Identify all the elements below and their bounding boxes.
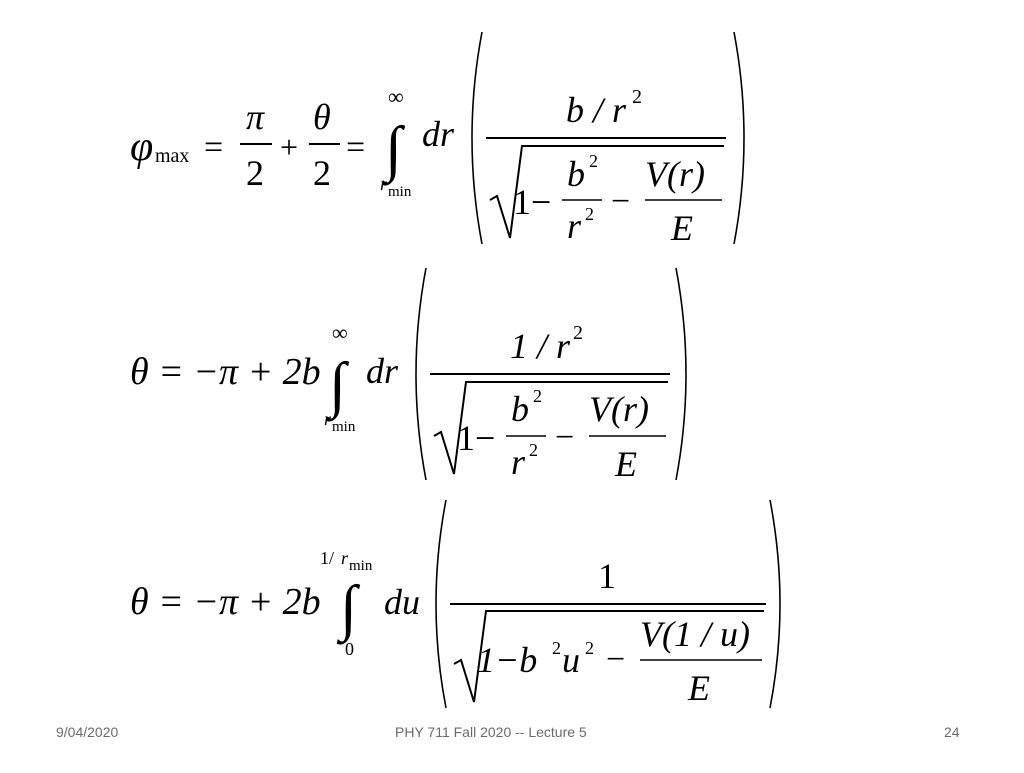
b-exponent: 2: [552, 638, 561, 658]
upper-limit-sub: min: [349, 558, 373, 574]
plus-sign: +: [280, 129, 298, 165]
equation-3: θ = −π + 2b 1/ r min ∫ 0 du 1 1−b 2 u 2 …: [130, 499, 781, 709]
one-minus: 1−: [513, 182, 551, 222]
lower-limit-var: r: [380, 174, 388, 194]
minus-sign: −: [606, 641, 625, 678]
two-denominator: 2: [313, 153, 331, 193]
footer-page-number: 24: [944, 724, 960, 740]
left-paren: [435, 499, 447, 709]
potential: V(1 / u): [640, 614, 750, 654]
right-paren: [675, 267, 687, 481]
b-exponent: 2: [589, 151, 598, 171]
minus-sign: −: [611, 183, 630, 220]
one-minus: 1−: [457, 418, 495, 458]
equation-2: θ = −π + 2b ∞ ∫ r min dr 1 / r 2 1− b 2 …: [130, 267, 687, 484]
equals-sign: =: [204, 129, 223, 166]
lower-limit: 0: [345, 639, 354, 659]
minus-sign: −: [555, 419, 574, 456]
right-paren: [733, 31, 745, 245]
phi-subscript: max: [155, 145, 189, 167]
r-denominator: r: [511, 442, 526, 482]
numerator: b / r: [566, 90, 627, 130]
r-exponent: 2: [585, 204, 594, 224]
numerator: 1 / r: [510, 326, 571, 366]
integral-sign: ∫: [325, 351, 350, 422]
left-paren: [471, 31, 483, 245]
potential: V(r): [645, 154, 705, 194]
right-paren: [769, 499, 781, 709]
energy: E: [687, 668, 710, 708]
radicand-term: 1−b: [477, 640, 537, 680]
energy: E: [614, 444, 637, 484]
upper-limit-prefix: 1/: [320, 548, 334, 568]
theta-numerator: θ: [313, 97, 331, 137]
b-numerator: b: [511, 389, 529, 429]
equals-sign: =: [346, 129, 365, 166]
b-exponent: 2: [533, 386, 542, 406]
u-term: u: [562, 640, 580, 680]
upper-limit: ∞: [332, 320, 348, 345]
numerator-exponent: 2: [632, 86, 642, 108]
footer-date: 9/04/2020: [56, 724, 119, 740]
two-denominator: 2: [246, 153, 264, 193]
radical-sign: [453, 610, 764, 703]
lower-limit-var: r: [324, 409, 332, 429]
radical-sign: [489, 145, 724, 239]
left-paren: [415, 267, 427, 481]
pi-numerator: π: [246, 97, 265, 137]
r-exponent: 2: [529, 440, 538, 460]
differential: du: [384, 582, 420, 622]
upper-limit-var: r: [341, 548, 349, 568]
r-denominator: r: [567, 206, 582, 246]
lhs-expression: θ = −π + 2b: [130, 581, 321, 623]
upper-limit: ∞: [388, 84, 404, 109]
numerator-exponent: 2: [573, 322, 583, 344]
lower-limit-sub: min: [388, 184, 412, 200]
radical-sign: [433, 381, 668, 475]
potential: V(r): [589, 389, 649, 429]
footer-course: PHY 711 Fall 2020 -- Lecture 5: [395, 724, 587, 740]
lower-limit-sub: min: [332, 419, 356, 435]
equation-1: φ max = π 2 + θ 2 = ∞ ∫ r min dr b / r 2…: [130, 31, 745, 248]
lhs-expression: θ = −π + 2b: [130, 351, 321, 393]
numerator: 1: [598, 556, 616, 596]
integral-sign: ∫: [336, 574, 361, 645]
integral-sign: ∫: [381, 115, 406, 186]
differential: dr: [422, 114, 455, 154]
energy: E: [670, 208, 693, 248]
phi-symbol: φ: [130, 124, 153, 170]
b-numerator: b: [567, 154, 585, 194]
u-exponent: 2: [585, 638, 594, 658]
differential: dr: [366, 351, 399, 391]
